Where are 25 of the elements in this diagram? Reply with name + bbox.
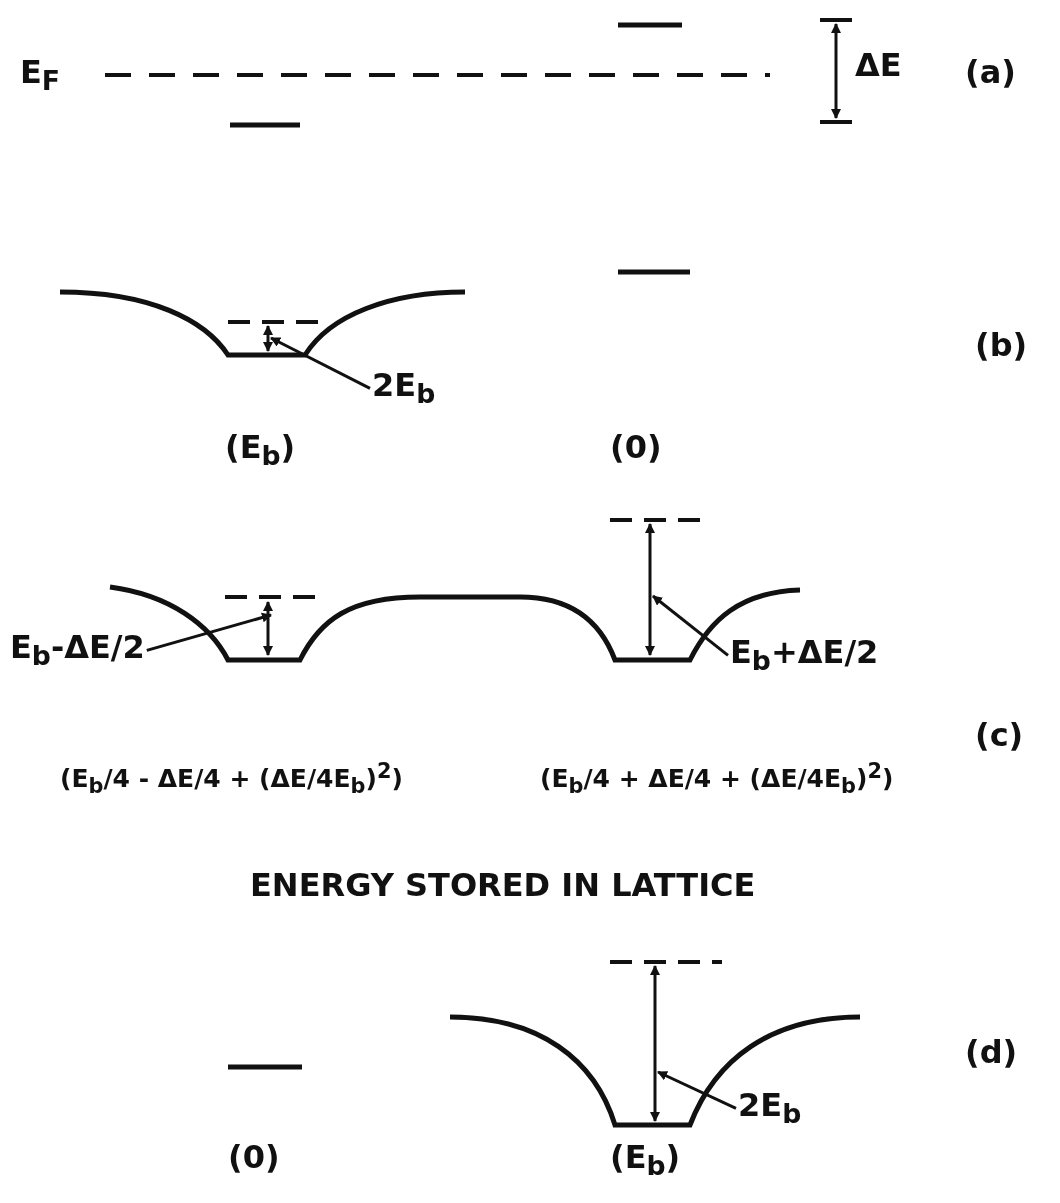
leader-label: E$_{b}$+ΔE/2 <box>730 635 879 676</box>
panel-label: (b) <box>975 328 1028 364</box>
energy-formula: (E$_{b}$/4 + ΔE/4 + (ΔE/4E$_{b}$)$^{2}$) <box>540 760 894 799</box>
level-label: (E$_{b}$) <box>225 430 296 471</box>
double-arrow <box>645 523 655 656</box>
leader-line <box>270 336 371 390</box>
leader-line <box>146 612 272 652</box>
level-label: (E$_{b}$) <box>610 1140 681 1181</box>
leader-label: 2E$_{b}$ <box>738 1088 802 1129</box>
symbol-label: ΔE <box>855 48 902 84</box>
panel-label: (d) <box>965 1035 1018 1071</box>
level-label: (0) <box>228 1140 280 1176</box>
leader-label: E$_{b}$-ΔE/2 <box>10 630 145 671</box>
double-arrow <box>650 965 660 1122</box>
energy-formula: (E$_{b}$/4 - ΔE/4 + (ΔE/4E$_{b}$)$^{2}$) <box>60 760 403 799</box>
double-arrow <box>263 325 273 352</box>
symbol-label: E$_{F}$ <box>20 55 61 96</box>
leader-line <box>652 594 729 657</box>
leader-label: 2E$_{b}$ <box>372 368 436 409</box>
panel-label: (c) <box>975 718 1024 754</box>
leader-line <box>657 1070 737 1110</box>
caption-text: ENERGY STORED IN LATTICE <box>250 868 756 904</box>
panel-label: (a) <box>965 55 1016 91</box>
double-arrow <box>263 601 273 656</box>
level-label: (0) <box>610 430 662 466</box>
